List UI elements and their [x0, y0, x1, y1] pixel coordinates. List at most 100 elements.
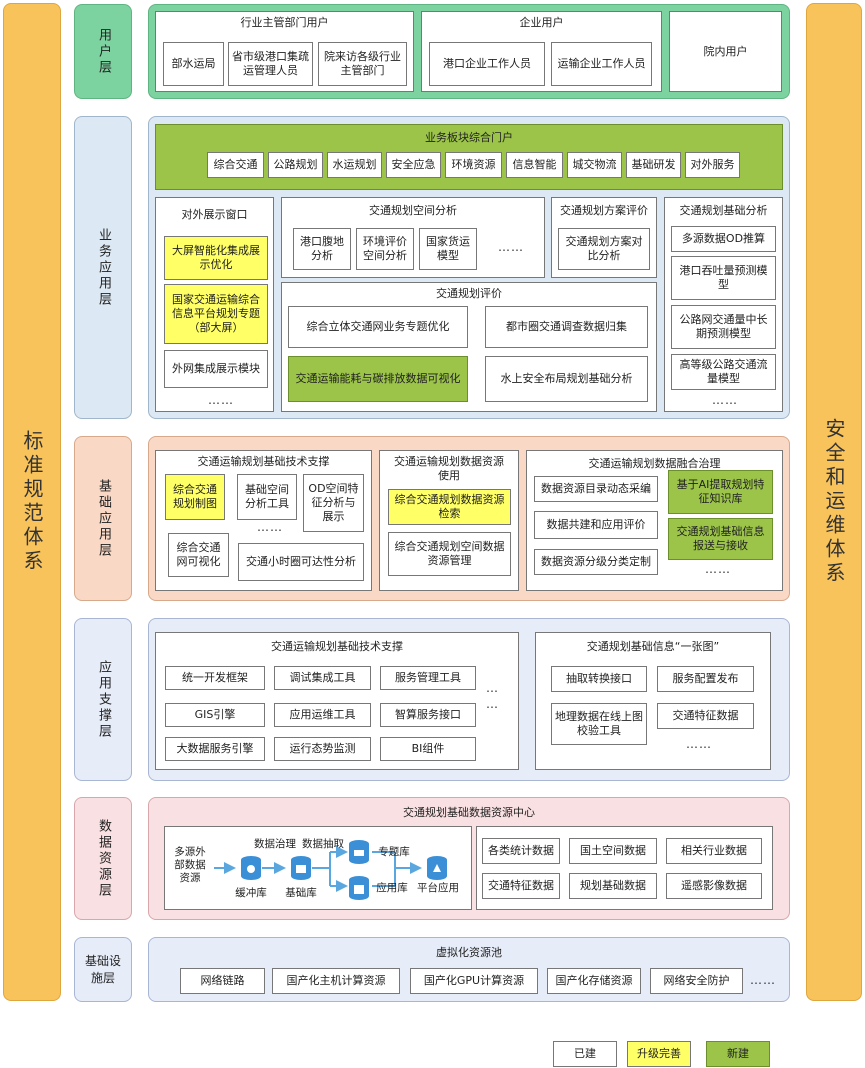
buffer-db-label: 缓冲库	[235, 887, 267, 899]
data-gov-more: ……	[705, 562, 731, 576]
flow-label-govern: 数据治理	[254, 838, 296, 850]
base-db-label: 基础库	[285, 887, 317, 899]
one-map-item: 服务配置发布	[657, 666, 754, 692]
planning-eval-title: 交通规划评价	[436, 287, 502, 300]
support-tech-item: 智算服务接口	[380, 703, 476, 727]
one-map-more: ……	[686, 737, 712, 751]
support-tech-item: 应用运维工具	[274, 703, 371, 727]
security-pillar: 安全和运维体系	[806, 3, 862, 1001]
one-map-group: 交通规划基础信息“一张图”	[535, 632, 771, 770]
basic-tech-item: 综合交通规划制图	[165, 474, 225, 520]
buffer-db-icon	[241, 856, 261, 880]
topic-db-label: 专题库	[378, 846, 410, 858]
basic-tech-title: 交通运输规划基础技术支撑	[197, 455, 330, 468]
portal-item[interactable]: 环境资源	[445, 152, 502, 178]
support-tech-item: GIS引擎	[165, 703, 265, 727]
portal-item[interactable]: 信息智能	[506, 152, 563, 178]
gov-user-item: 部水运局	[163, 42, 224, 86]
gov-user-item: 省市级港口集疏运管理人员	[228, 42, 313, 86]
portal-item[interactable]: 城交物流	[567, 152, 622, 178]
basic-tech-more: ……	[257, 520, 283, 534]
spatial-item: 港口腹地分析	[293, 228, 351, 270]
standards-pillar-label: 标准规范体系	[20, 430, 44, 574]
base-more: ……	[712, 393, 738, 407]
basic-tech-item: 交通小时圈可达性分析	[238, 543, 364, 581]
eval-item: 都市圈交通调查数据归集	[485, 306, 648, 348]
data-resource-item: 交通特征数据	[482, 873, 560, 899]
display-item: 外网集成展示模块	[164, 350, 268, 388]
base-item: 高等级公路交通流量模型	[671, 354, 776, 390]
ent-user-item: 运输企业工作人员	[551, 42, 652, 86]
spatial-more: ……	[498, 240, 524, 254]
infra-item: 国产化GPU计算资源	[410, 968, 538, 994]
one-map-item: 地理数据在线上图校验工具	[551, 703, 647, 745]
support-tech-item: 运行态势监测	[274, 737, 371, 761]
business-layer-label: 业务应用层	[74, 116, 132, 419]
eval-item: 水上安全布局规划基础分析	[485, 356, 648, 402]
flow-label-extract: 数据抽取	[302, 838, 344, 850]
one-map-item: 交通特征数据	[657, 703, 754, 729]
data-use-item: 综合交通规划空间数据资源管理	[388, 532, 511, 576]
infra-title: 虚拟化资源池	[436, 946, 502, 959]
standards-pillar: 标准规范体系	[3, 3, 61, 1001]
support-tech-item: 统一开发框架	[165, 666, 265, 690]
data-resource-item: 相关行业数据	[666, 838, 762, 864]
portal-item[interactable]: 安全应急	[386, 152, 441, 178]
infra-item: 网络安全防护	[650, 968, 743, 994]
data-layer-label: 数据资源层	[74, 797, 132, 920]
ent-user-title: 企业用户	[519, 16, 564, 29]
data-resource-item: 遥感影像数据	[666, 873, 762, 899]
portal-item[interactable]: 对外服务	[685, 152, 740, 178]
infra-item: 国产化主机计算资源	[272, 968, 400, 994]
ent-user-item: 港口企业工作人员	[429, 42, 545, 86]
gov-user-item: 院来访各级行业主管部门	[318, 42, 407, 86]
data-resource-item: 国土空间数据	[569, 838, 657, 864]
app-db-label: 应用库	[376, 882, 408, 894]
basic-tech-item: 综合交通网可视化	[168, 533, 229, 577]
base-item: 港口吞吐量预测模型	[671, 256, 776, 300]
portal-item[interactable]: 综合交通	[207, 152, 264, 178]
spatial-item: 环境评价空间分析	[356, 228, 414, 270]
app-db-icon	[349, 876, 369, 900]
legend-built: 已建	[553, 1041, 617, 1067]
external-data-label: 多源外部数据资源	[174, 846, 206, 884]
data-gov-item: 数据共建和应用评价	[534, 511, 658, 539]
data-center-title: 交通规划基础数据资源中心	[403, 806, 535, 819]
one-map-item: 抽取转换接口	[551, 666, 647, 692]
spatial-analysis-title: 交通规划空间分析	[369, 204, 457, 217]
data-gov-item: 基于AI提取规划特征知识库	[668, 470, 773, 514]
basic-tech-item: OD空间特征分析与展示	[303, 474, 364, 532]
portal-item[interactable]: 基础研发	[626, 152, 681, 178]
basic-tech-item: 基础空间分析工具	[237, 474, 297, 520]
infra-item: 网络链路	[180, 968, 265, 994]
base-analysis-title: 交通规划基础分析	[679, 204, 768, 217]
infra-item: 国产化存储资源	[547, 968, 641, 994]
base-db-icon	[291, 856, 311, 880]
data-resource-item: 各类统计数据	[482, 838, 560, 864]
legend-upgrade: 升级完善	[627, 1041, 691, 1067]
legend-new: 新建	[706, 1041, 770, 1067]
portal-item[interactable]: 水运规划	[327, 152, 382, 178]
support-tech-item: 调试集成工具	[274, 666, 371, 690]
support-tech-item: 大数据服务引擎	[165, 737, 265, 761]
support-tech-title: 交通运输规划基础技术支撑	[271, 640, 403, 653]
support-tech-more: … …	[486, 681, 499, 711]
infra-more: ……	[750, 973, 776, 987]
support-tech-item: BI组件	[380, 737, 476, 761]
data-gov-item: 交通规划基础信息报送与接收	[668, 518, 773, 560]
data-resource-item: 规划基础数据	[569, 873, 657, 899]
internal-user: 院内用户	[669, 11, 782, 92]
base-item: 公路网交通量中长期预测模型	[671, 305, 776, 349]
data-gov-item: 数据资源分级分类定制	[534, 549, 658, 575]
platform-app-icon	[427, 856, 447, 880]
display-window-title: 对外展示窗口	[181, 208, 248, 221]
eval-item: 综合立体交通网业务专题优化	[288, 306, 468, 348]
scheme-eval-title: 交通规划方案评价	[560, 204, 648, 217]
platform-app-label: 平台应用	[417, 882, 459, 894]
portal-item[interactable]: 公路规划	[268, 152, 323, 178]
portal-title: 业务板块综合门户	[425, 131, 513, 144]
data-gov-item: 数据资源目录动态采编	[534, 476, 658, 502]
data-use-title: 交通运输规划数据资源使用	[394, 455, 504, 482]
display-item: 国家交通运输综合信息平台规划专题（部大屏）	[164, 284, 268, 344]
gov-user-title: 行业主管部门用户	[240, 16, 329, 29]
